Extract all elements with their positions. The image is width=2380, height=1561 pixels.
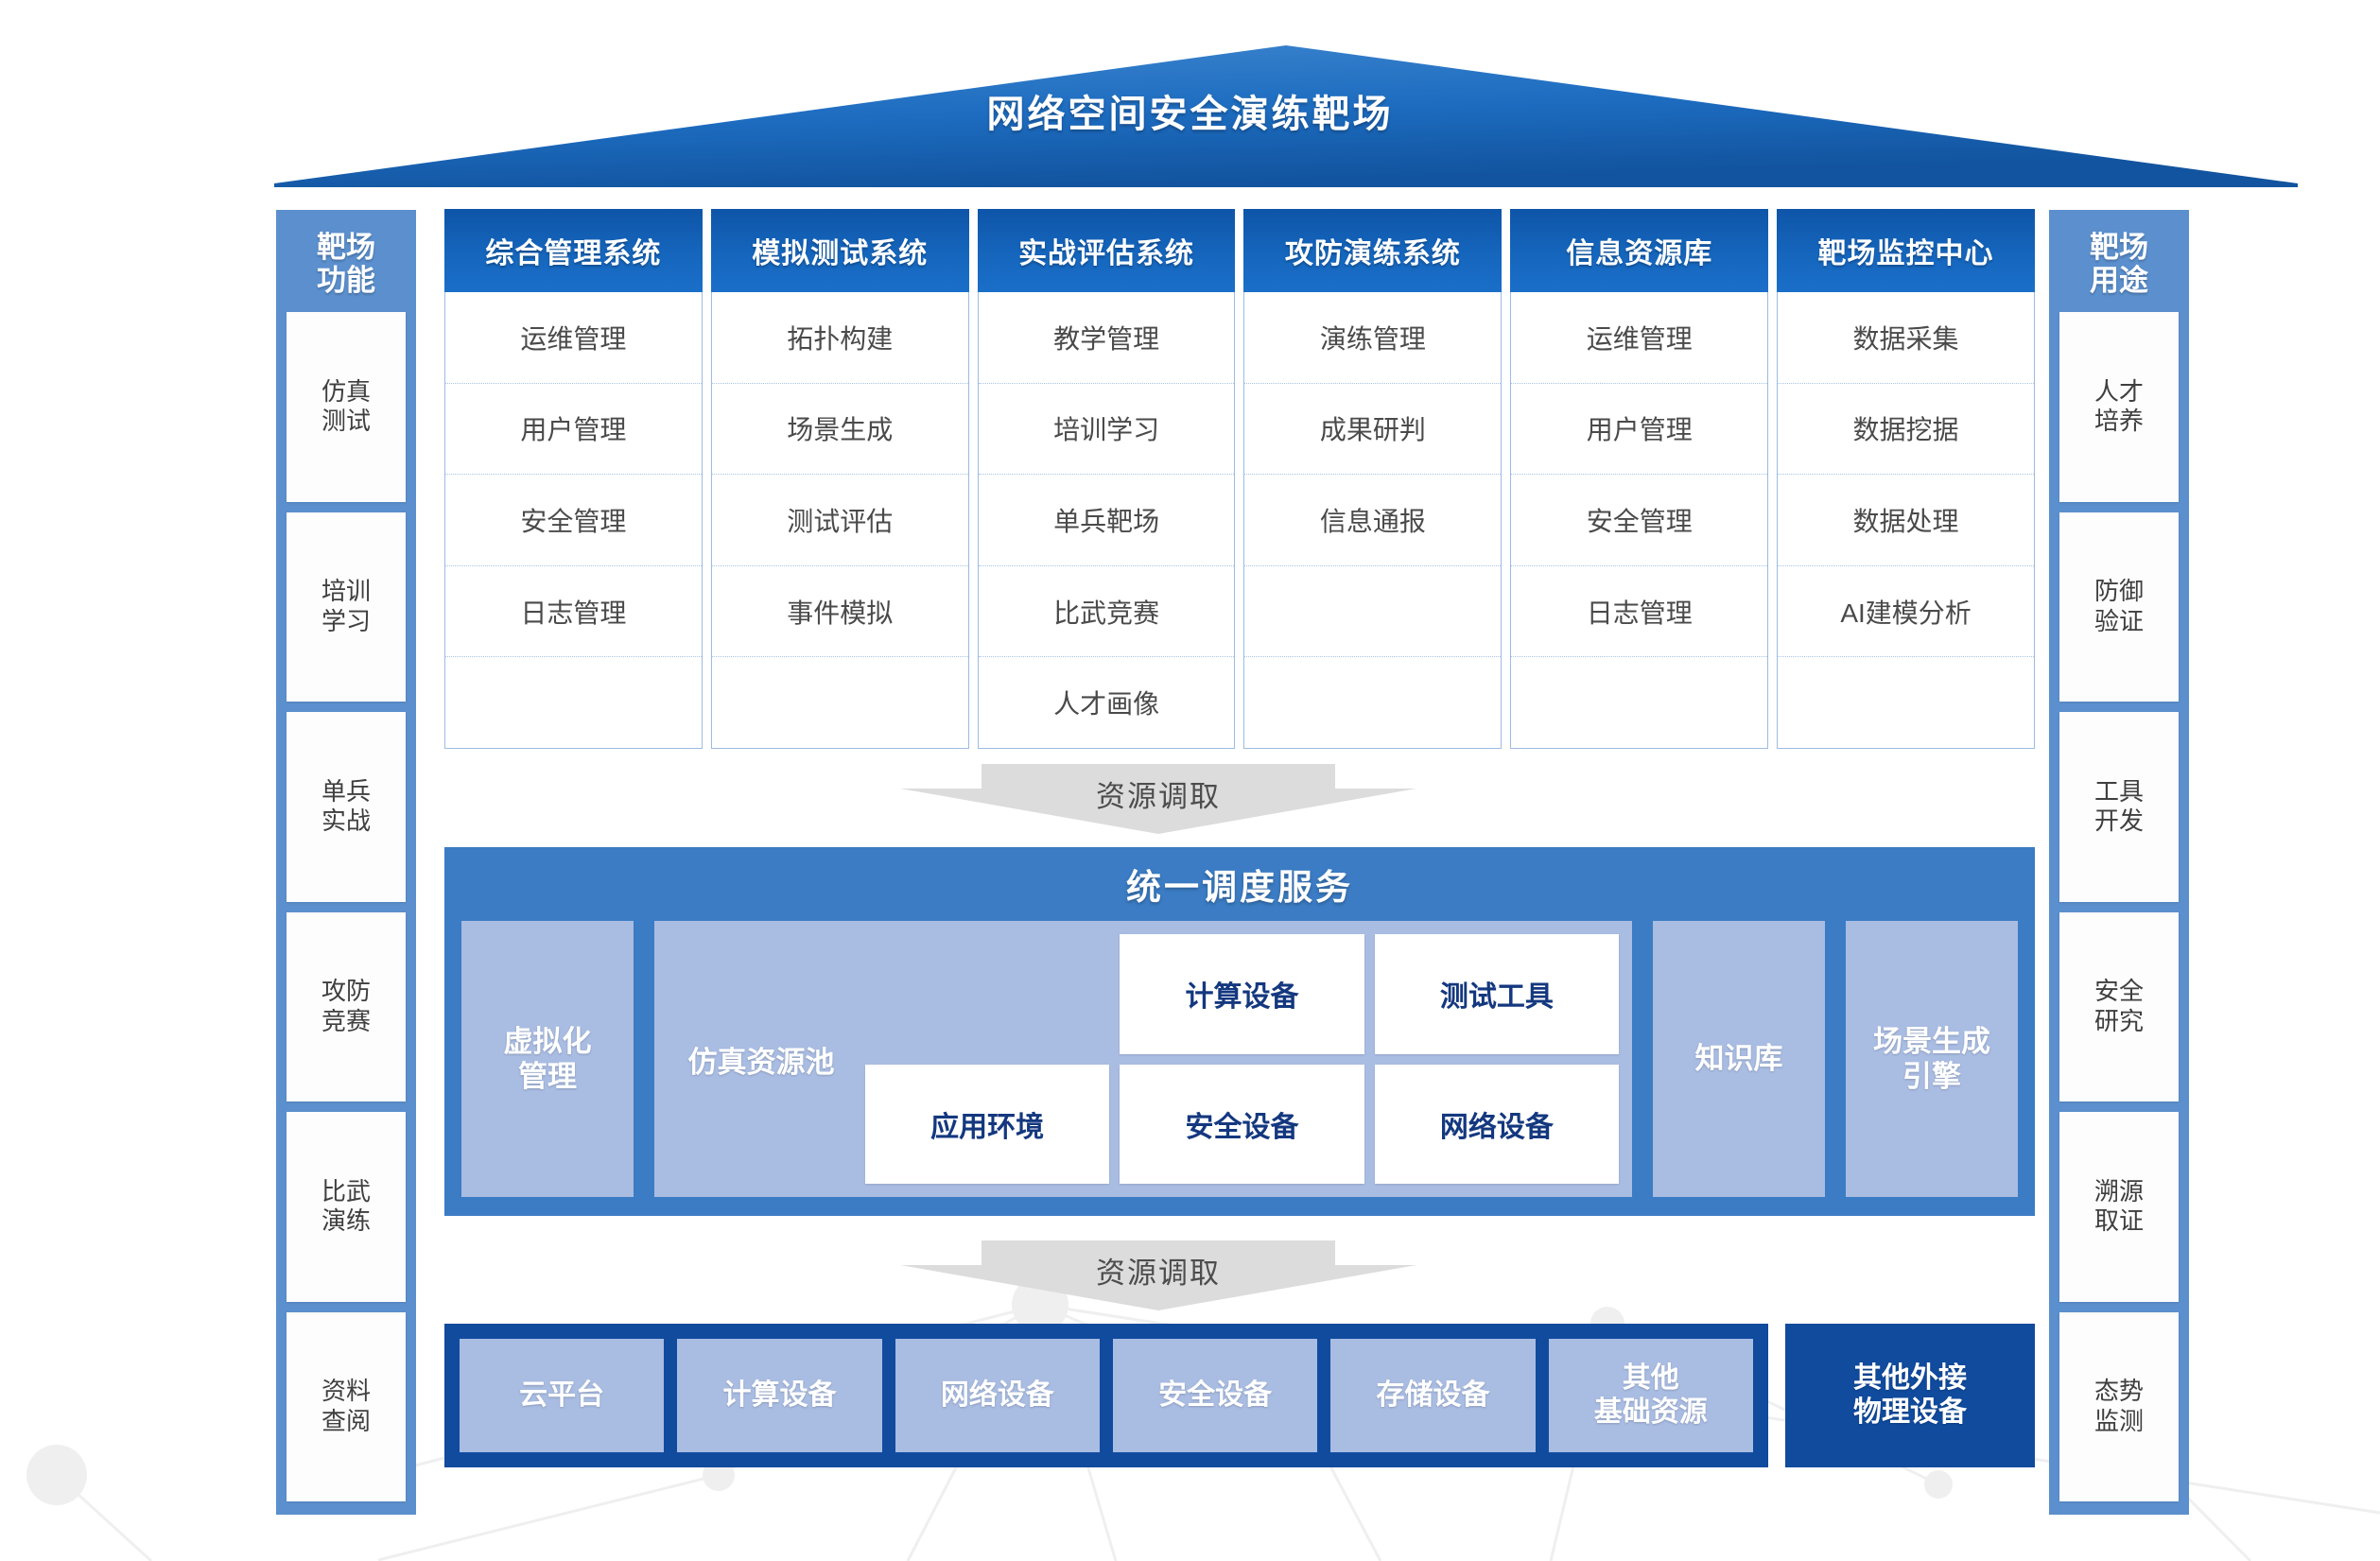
system-row[interactable]: 日志管理 — [445, 566, 702, 658]
page-title: 网络空间安全演练靶场 — [986, 94, 1394, 135]
system-row[interactable]: 运维管理 — [1511, 292, 1768, 384]
system-column-range-monitoring-center[interactable]: 靶场监控中心 数据采集 数据挖据 数据处理 AI建模分析 — [1777, 209, 2035, 749]
scheduling-title: 统一调度服务 — [1126, 868, 1353, 907]
system-row[interactable]: 日志管理 — [1511, 566, 1768, 658]
right-rail-title: 靶场 用途 — [2090, 231, 2148, 298]
pool-cell-test-tool[interactable]: 测试工具 — [1374, 934, 1619, 1054]
system-row-empty — [445, 657, 702, 748]
infra-cell-cloud-platform[interactable]: 云平台 — [460, 1339, 665, 1452]
system-row[interactable]: 运维管理 — [445, 292, 702, 384]
sidebar-item-competition-drill[interactable]: 比武 演练 — [287, 1112, 406, 1302]
knowledge-base-block[interactable]: 知识库 — [1653, 921, 1825, 1197]
system-row[interactable]: 培训学习 — [978, 384, 1235, 476]
resource-pool-label: 仿真资源池 — [687, 1045, 835, 1079]
system-row[interactable]: 安全管理 — [445, 475, 702, 566]
right-rail-items: 人才 培养 防御 验证 工具 开发 安全 研究 溯源 取证 态势 监测 — [2059, 312, 2179, 1502]
system-column-attack-defense-drill[interactable]: 攻防演练系统 演练管理 成果研判 信息通报 — [1243, 209, 1503, 749]
external-physical-devices-box[interactable]: 其他外接 物理设备 — [1785, 1324, 2035, 1467]
system-row-empty — [1244, 566, 1502, 658]
system-row[interactable]: 拓扑构建 — [711, 292, 968, 384]
system-rows: 运维管理 用户管理 安全管理 日志管理 — [445, 292, 702, 748]
purpose-item-talent-cultivation[interactable]: 人才 培养 — [2059, 312, 2179, 502]
infra-cell-other-base-resources[interactable]: 其他 基础资源 — [1548, 1339, 1753, 1452]
system-row[interactable]: 单兵靶场 — [978, 475, 1235, 566]
system-header: 靶场监控中心 — [1777, 209, 2035, 292]
system-row[interactable]: 人才画像 — [1053, 689, 1160, 720]
left-rail-items: 仿真 测试 培训 学习 单兵 实战 攻防 竞赛 比武 演练 资料 查阅 — [287, 312, 406, 1502]
system-row[interactable]: 数据处理 — [1778, 475, 2034, 566]
virtualization-management-block[interactable]: 虚拟化 管理 — [461, 921, 634, 1197]
pool-cell-app-environment[interactable]: 应用环境 — [865, 1064, 1110, 1184]
left-rail-functions: 靶场 功能 仿真 测试 培训 学习 单兵 实战 攻防 竞赛 比武 演练 资料 查… — [276, 210, 416, 1515]
system-header: 信息资源库 — [1510, 209, 1769, 292]
sidebar-item-simulation-test[interactable]: 仿真 测试 — [287, 312, 406, 502]
system-row-empty — [712, 657, 968, 748]
system-row[interactable]: 安全管理 — [1511, 475, 1768, 566]
system-column-information-resource-library[interactable]: 信息资源库 运维管理 用户管理 安全管理 日志管理 — [1510, 209, 1769, 749]
arrow-bottom-label: 资源调取 — [1096, 1256, 1221, 1290]
system-row[interactable]: 场景生成 — [711, 384, 968, 476]
simulation-resource-pool: 仿真资源池 计算设备 测试工具 应用环境 安全设备 网络设备 — [654, 921, 1632, 1197]
unified-scheduling-service-panel: 统一调度服务 虚拟化 管理 仿真资源池 计算设备 测试工具 应用环境 安全设备 … — [444, 847, 2035, 1216]
system-row[interactable]: 用户管理 — [445, 384, 702, 476]
resource-pool-grid: 计算设备 测试工具 应用环境 安全设备 网络设备 — [865, 934, 1619, 1184]
system-row[interactable]: AI建模分析 — [1778, 566, 2034, 658]
purpose-item-situation-monitoring[interactable]: 态势 监测 — [2059, 1311, 2179, 1502]
system-columns: 综合管理系统 运维管理 用户管理 安全管理 日志管理 模拟测试系统 拓扑构建 场… — [444, 209, 2035, 749]
system-rows: 演练管理 成果研判 信息通报 — [1244, 292, 1502, 748]
right-rail-purposes: 靶场 用途 人才 培养 防御 验证 工具 开发 安全 研究 溯源 取证 态势 监… — [2049, 210, 2189, 1515]
system-row-empty — [1244, 657, 1501, 748]
system-row[interactable]: 测试评估 — [711, 475, 968, 566]
purpose-item-tool-development[interactable]: 工具 开发 — [2059, 712, 2179, 902]
system-header: 实战评估系统 — [977, 209, 1236, 292]
purpose-item-security-research[interactable]: 安全 研究 — [2059, 911, 2179, 1102]
system-row[interactable]: 演练管理 — [1244, 292, 1502, 384]
system-column-combat-evaluation[interactable]: 实战评估系统 教学管理 培训学习 单兵靶场 比武竞赛 人才画像 — [977, 209, 1236, 749]
system-row[interactable]: 信息通报 — [1244, 475, 1502, 566]
pool-cell-network-device[interactable]: 网络设备 — [1374, 1064, 1619, 1184]
system-header: 模拟测试系统 — [710, 209, 969, 292]
sidebar-item-training-study[interactable]: 培训 学习 — [287, 512, 406, 702]
system-rows: 数据采集 数据挖据 数据处理 AI建模分析 — [1778, 292, 2034, 748]
system-row-empty — [1511, 657, 1767, 748]
pool-cell-compute-device[interactable]: 计算设备 — [1120, 934, 1364, 1054]
system-row[interactable]: 用户管理 — [1511, 384, 1768, 476]
pool-cell-security-device[interactable]: 安全设备 — [1120, 1064, 1364, 1184]
system-row[interactable]: 比武竞赛 — [978, 566, 1235, 658]
system-row-empty — [1778, 657, 2034, 748]
infra-cell-storage-device[interactable]: 存储设备 — [1330, 1339, 1536, 1452]
infra-cell-compute-device[interactable]: 计算设备 — [677, 1339, 882, 1452]
system-row[interactable]: 数据采集 — [1778, 292, 2034, 384]
resource-flow-arrow-bottom: 资源调取 — [900, 1240, 1416, 1310]
system-rows: 运维管理 用户管理 安全管理 日志管理 — [1511, 292, 1768, 748]
system-header: 攻防演练系统 — [1243, 209, 1503, 292]
purpose-item-defense-validation[interactable]: 防御 验证 — [2059, 512, 2179, 702]
roof-banner — [274, 45, 2298, 187]
arrow-top-label: 资源调取 — [1096, 779, 1221, 813]
infra-cell-network-device[interactable]: 网络设备 — [895, 1339, 1100, 1452]
infra-cell-security-device[interactable]: 安全设备 — [1112, 1339, 1318, 1452]
resource-flow-arrow-top: 资源调取 — [900, 764, 1416, 834]
purpose-item-traceback-forensics[interactable]: 溯源 取证 — [2059, 1112, 2179, 1302]
system-row[interactable]: 成果研判 — [1244, 384, 1502, 476]
sidebar-item-attack-defense-contest[interactable]: 攻防 竞赛 — [287, 911, 406, 1102]
sidebar-item-document-review[interactable]: 资料 查阅 — [287, 1311, 406, 1502]
infrastructure-resources-bar: 云平台 计算设备 网络设备 安全设备 存储设备 其他 基础资源 — [444, 1324, 1768, 1467]
pool-cell-placeholder — [865, 934, 1109, 1054]
left-rail-title: 靶场 功能 — [317, 231, 375, 298]
system-column-integrated-management[interactable]: 综合管理系统 运维管理 用户管理 安全管理 日志管理 — [444, 209, 703, 749]
scheduling-body: 虚拟化 管理 仿真资源池 计算设备 测试工具 应用环境 安全设备 网络设备 知识… — [461, 921, 2018, 1197]
system-rows: 拓扑构建 场景生成 测试评估 事件模拟 — [711, 292, 968, 748]
system-column-simulation-test[interactable]: 模拟测试系统 拓扑构建 场景生成 测试评估 事件模拟 — [710, 209, 969, 749]
system-row[interactable]: 数据挖据 — [1778, 384, 2034, 476]
system-row[interactable]: 事件模拟 — [711, 566, 968, 658]
system-row[interactable]: 教学管理 — [978, 292, 1235, 384]
system-rows: 教学管理 培训学习 单兵靶场 比武竞赛 人才画像 — [978, 292, 1235, 748]
sidebar-item-individual-combat[interactable]: 单兵 实战 — [287, 712, 406, 902]
system-header: 综合管理系统 — [444, 209, 703, 292]
scene-generation-engine-block[interactable]: 场景生成 引擎 — [1846, 921, 2018, 1197]
